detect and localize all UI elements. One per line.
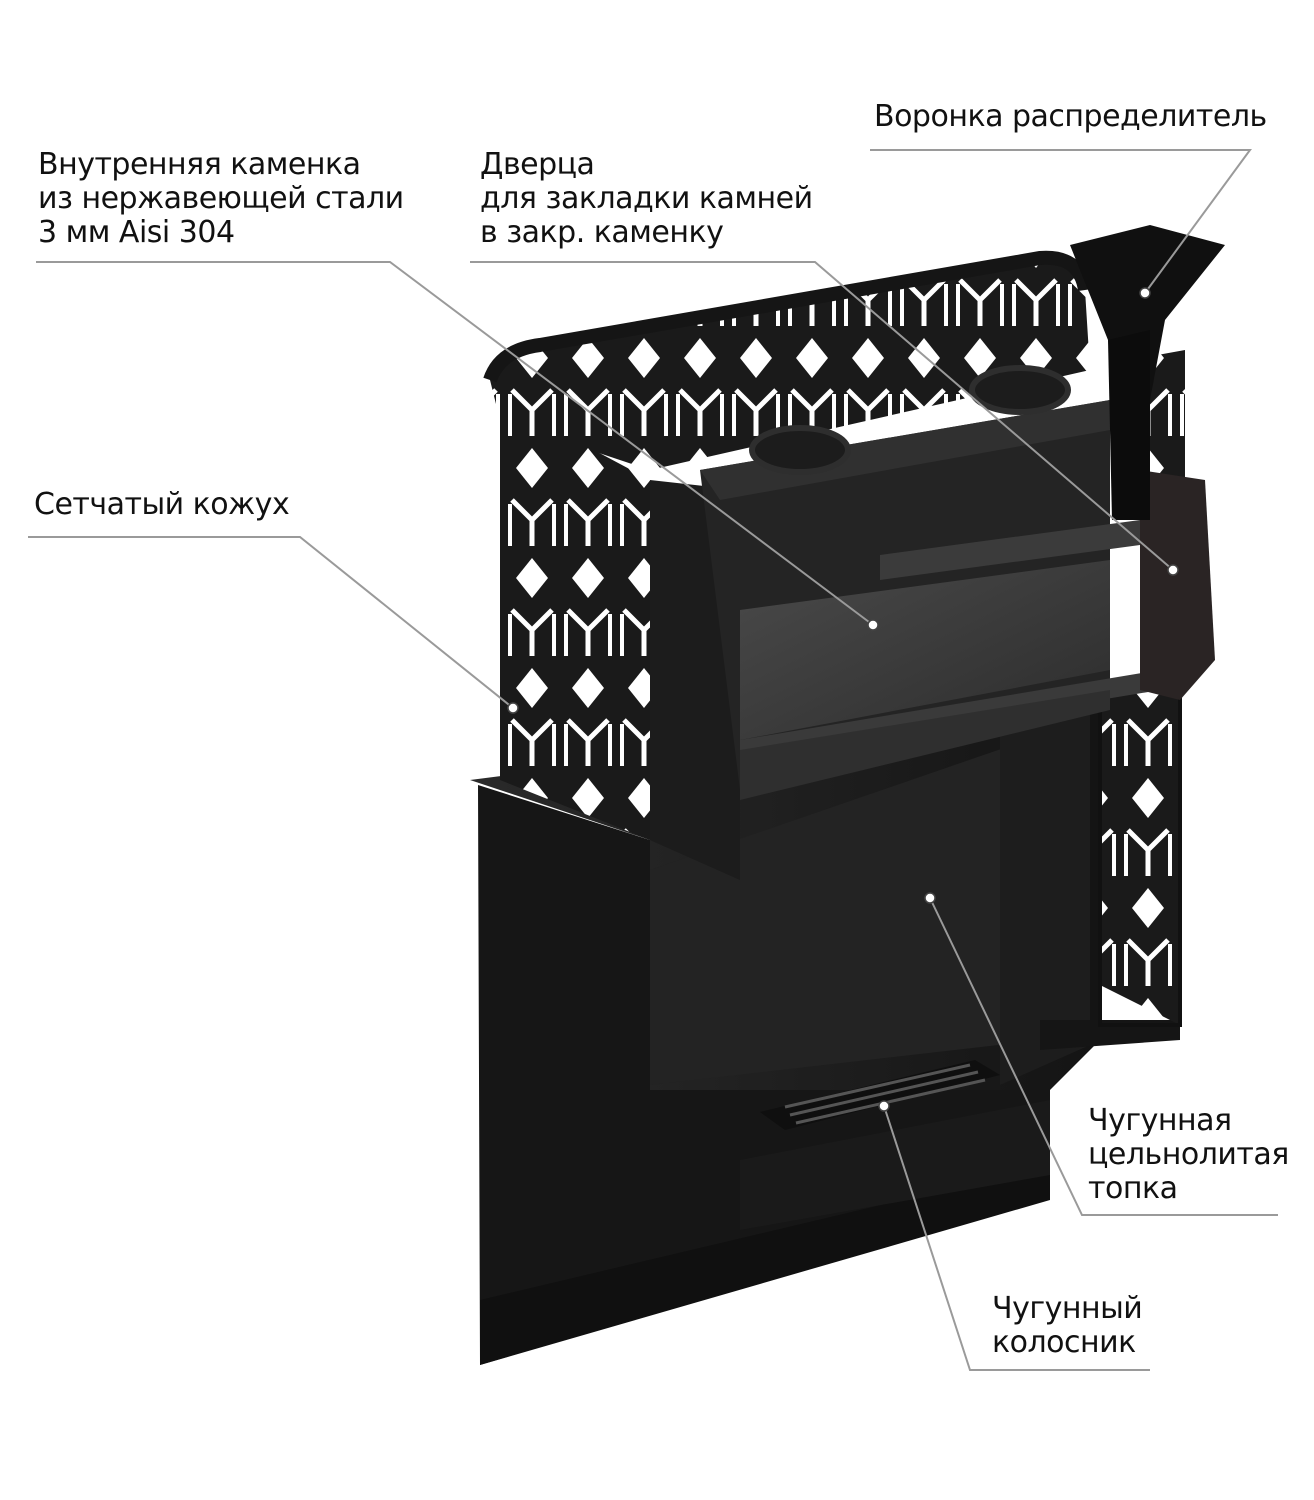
label-stone-door-line-1: Дверца	[480, 147, 595, 182]
label-stone-door-line-2: для закладки камней	[480, 181, 813, 216]
label-firebox-line-3: топка	[1088, 1171, 1178, 1206]
cast-iron-grate	[760, 1060, 1000, 1130]
label-grate-line-1: Чугунный	[992, 1291, 1143, 1326]
label-firebox-line-1: Чугунная	[1088, 1103, 1232, 1138]
label-funnel-line-1: Воронка распределитель	[874, 99, 1267, 134]
callout-dots	[507, 287, 1179, 1112]
label-mesh-casing: Сетчатый кожух	[34, 487, 290, 522]
label-inner-heater-line-1: Внутренняя каменка	[38, 147, 361, 182]
label-stone-door-line-3: в закр. каменку	[480, 215, 724, 250]
label-stone-door: Дверца для закладки камней в закр. камен…	[480, 148, 813, 250]
mesh-casing-left	[500, 400, 740, 880]
stone-door-panel	[1140, 470, 1215, 700]
callout-lines	[28, 149, 1278, 1371]
label-inner-heater-line-3: 3 мм Aisi 304	[38, 215, 235, 250]
label-mesh-casing-line-1: Сетчатый кожух	[34, 487, 290, 522]
label-grate: Чугунный колосник	[992, 1291, 1143, 1360]
label-funnel: Воронка распределитель	[874, 100, 1267, 134]
mesh-casing-right	[1098, 688, 1182, 1027]
label-grate-line-2: колосник	[992, 1325, 1136, 1360]
firebox-body	[470, 700, 1180, 1365]
inner-heater	[700, 365, 1160, 800]
label-firebox: Чугунная цельнолитая топка	[1088, 1104, 1289, 1206]
funnel-distributor	[1070, 225, 1225, 520]
label-firebox-line-2: цельнолитая	[1088, 1137, 1289, 1172]
label-inner-heater: Внутренняя каменка из нержавеющей стали …	[38, 148, 404, 250]
label-inner-heater-line-2: из нержавеющей стали	[38, 181, 404, 216]
